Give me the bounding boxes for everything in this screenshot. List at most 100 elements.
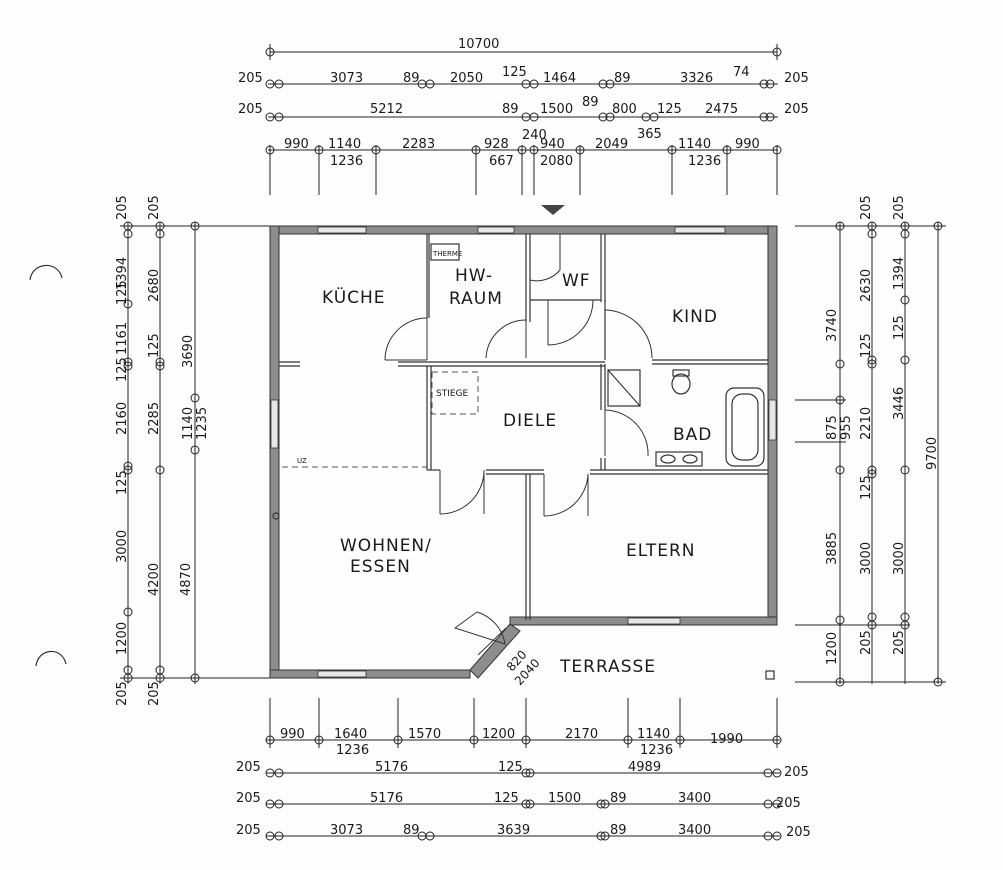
terrace-marker-icon: [765, 670, 775, 680]
dim-right-c3-0: 3740: [825, 309, 840, 342]
doors: [384, 234, 653, 656]
room-labels: KÜCHE THERME HW- RAUM WF KIND STIEGE DIE…: [297, 250, 717, 688]
dim-left-c1-9: 205: [115, 681, 130, 706]
dim-bottom-r4-4: 89: [610, 823, 627, 838]
dim-top-r3-low-0: 1236: [330, 154, 363, 169]
dim-top-r1-7: 3326: [680, 71, 713, 86]
dim-bottom-r3-6: 205: [776, 796, 801, 811]
dim-right-c2-5: 205: [892, 630, 907, 655]
dim-left-c2-2: 125: [147, 333, 162, 358]
dim-top-r1-5: 1464: [543, 71, 576, 86]
dim-top-r3-low-3: 1236: [688, 154, 721, 169]
room-hw-line2: RAUM: [449, 289, 503, 309]
dim-top-r3-3: 928: [484, 137, 509, 152]
dim-right-c2-2: 2210: [859, 407, 874, 440]
dim-bottom-r1-low-1: 1236: [640, 743, 673, 758]
dim-top-total: 10700: [458, 37, 499, 52]
room-kueche: KÜCHE: [322, 286, 386, 308]
dim-bottom-r3-2: 125: [494, 791, 519, 806]
room-wohnen-line1: WOHNEN/: [340, 536, 432, 556]
dim-bottom-r2-4: 205: [784, 765, 809, 780]
fixtures: [272, 243, 775, 680]
dim-top-r1-0: 205: [238, 71, 263, 86]
top-dimensions: 10700 205 3073 89 2050 125 1464 89 3326 …: [238, 37, 809, 195]
dim-bottom-r3-3: 1500: [548, 791, 581, 806]
dim-left-c1-5: 2160: [115, 402, 130, 435]
dim-bottom-r2-2: 125: [498, 760, 523, 775]
dim-bottom-r4-1: 3073: [330, 823, 363, 838]
dim-bottom-r4-5: 3400: [678, 823, 711, 838]
bottom-dimensions: 990 1640 1570 1200 2170 1140 1990 1236 1…: [236, 698, 811, 841]
dim-top-r3-1: 1140: [328, 137, 361, 152]
room-diele: DIELE: [503, 411, 557, 431]
dim-top-r2-5: 800: [612, 102, 637, 117]
shower-icon: [607, 369, 641, 407]
interior-walls: [279, 234, 768, 620]
dim-bottom-r3-5: 3400: [678, 791, 711, 806]
dim-bottom-r2-0: 205: [236, 760, 261, 775]
therme-icon: [430, 243, 460, 261]
stair-icon: [431, 371, 479, 415]
dim-right-c3-1: 3446: [892, 387, 907, 420]
dim-right-c2-0: 1394: [892, 257, 907, 290]
label-uz: UZ: [297, 457, 307, 465]
dim-bottom-r3-1: 5176: [370, 791, 403, 806]
dim-right-c1-4: 955: [839, 415, 854, 440]
dim-top-r2-2: 89: [502, 102, 519, 117]
dim-bottom-r1-low-0: 1236: [336, 743, 369, 758]
dim-left-c1-7: 3000: [115, 530, 130, 563]
dim-bottom-r1-4: 2170: [565, 727, 598, 742]
dim-right-c2-4: 3000: [859, 542, 874, 575]
dim-top-r1-4: 125: [502, 65, 527, 80]
dim-right-c1-6: 1200: [825, 632, 840, 665]
dim-left-c1-1: 1394: [115, 257, 130, 290]
dim-top-r1-1: 3073: [330, 71, 363, 86]
dim-top-r2-3: 1500: [540, 102, 573, 117]
dim-top-r3-0: 990: [284, 137, 309, 152]
dim-top-r3-5: 940: [540, 137, 565, 152]
dim-top-r3-6: 2049: [595, 137, 628, 152]
dim-bottom-r4-2: 89: [403, 823, 420, 838]
dim-top-r3-4: 240: [522, 128, 547, 143]
dim-bottom-r1-5: 1140: [637, 727, 670, 742]
entrance-arrow-icon: [541, 205, 565, 215]
dim-left-c2-3: 2285: [147, 402, 162, 435]
dim-left-c1-0: 205: [115, 195, 130, 220]
dim-right-c2-1: 125: [892, 315, 907, 340]
dim-bottom-r3-4: 89: [610, 791, 627, 806]
dim-top-r1-6: 89: [614, 71, 631, 86]
dim-bottom-r1-1: 1640: [334, 727, 367, 742]
dim-right-c1-1: 2630: [859, 269, 874, 302]
dim-bottom-r2-1: 5176: [375, 760, 408, 775]
dim-top-r3-7: 1140: [678, 137, 711, 152]
dim-bottom-r3-0: 205: [236, 791, 261, 806]
dim-left-c1-4: 125: [115, 357, 130, 382]
dim-bottom-r1-6: 1990: [710, 732, 743, 747]
dim-left-c2-0: 205: [147, 195, 162, 220]
dim-left-c1-3: 1161: [115, 322, 130, 355]
dim-right-c1-7: 205: [859, 630, 874, 655]
room-bad: BAD: [673, 425, 712, 445]
dim-right-c4-1: 9700: [925, 437, 940, 470]
room-hw-line1: HW-: [455, 266, 493, 286]
dim-bottom-r2-3: 4989: [628, 760, 661, 775]
bathtub-icon: [725, 387, 765, 467]
toilet-icon: [671, 373, 691, 395]
dim-top-r2-6: 125: [657, 102, 682, 117]
dim-right-c1-0: 205: [859, 195, 874, 220]
dim-top-r3-low-2: 2080: [540, 154, 573, 169]
dim-left-c3-2: 1235: [195, 407, 210, 440]
dim-top-r1-8: 74: [733, 65, 750, 80]
label-stiege: STIEGE: [436, 389, 469, 399]
dim-top-r2-extra: 365: [637, 127, 662, 142]
dim-top-r3-8: 990: [735, 137, 760, 152]
right-dimensions: 205 2630 125 875 955 3885 1200 205 1394 …: [795, 195, 946, 687]
dim-bottom-r1-2: 1570: [408, 727, 441, 742]
dim-bottom-r4-3: 3639: [497, 823, 530, 838]
dim-left-c3-1: 1140: [181, 407, 196, 440]
windows: [270, 226, 777, 678]
dim-top-r1-3: 2050: [450, 71, 483, 86]
label-therme: THERME: [432, 250, 462, 258]
